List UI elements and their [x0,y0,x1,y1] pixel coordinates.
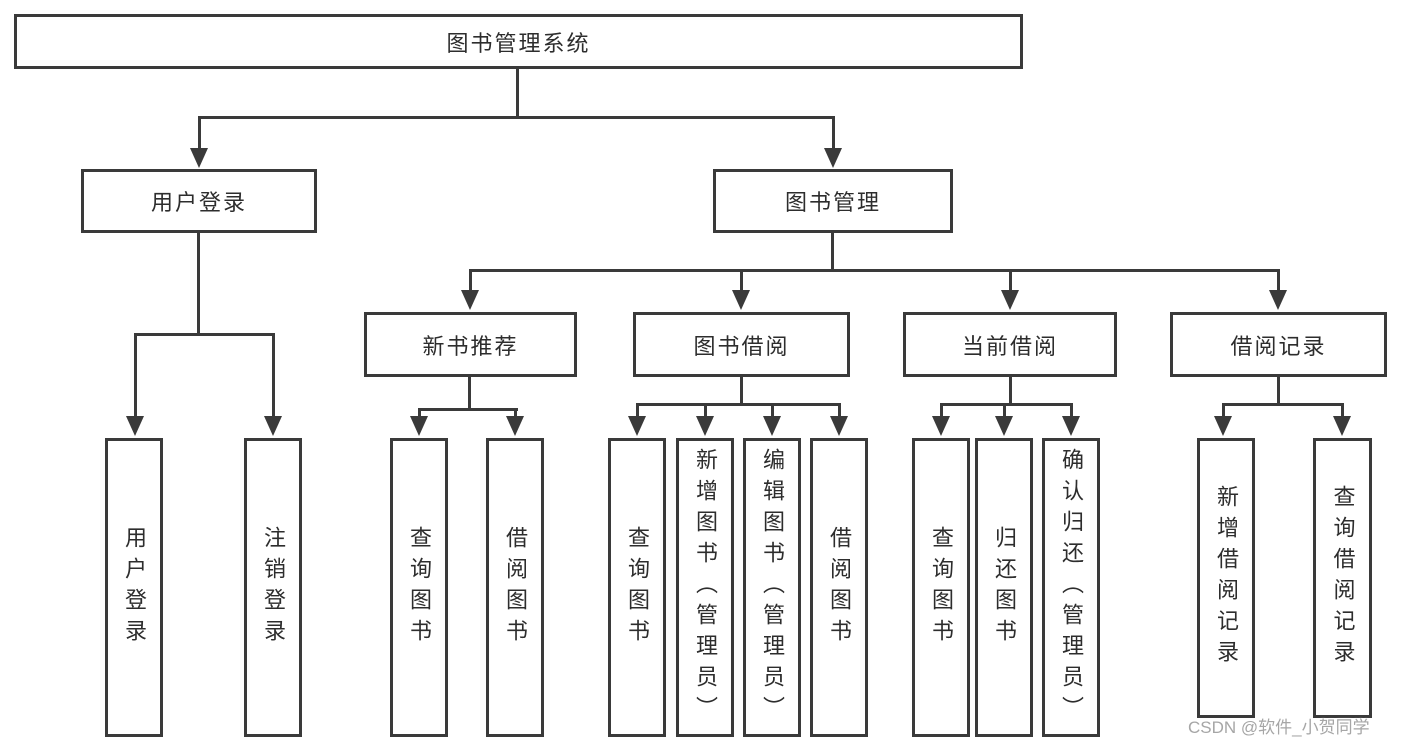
connector-line [198,116,201,150]
connector-line [740,377,743,406]
leaf-confirm-return-admin: 确认归还（管理员） [1042,438,1100,737]
connector-line [134,333,275,336]
connector-line [1222,403,1225,417]
leaf-add-books-admin: 新增图书（管理员） [676,438,734,737]
arrowhead-icon [1333,416,1351,436]
node-current-borrow-label: 当前借阅 [961,333,1058,359]
connector-line [1003,403,1006,417]
connector-line [636,403,841,406]
connector-line [740,269,743,293]
leaf-query-borrow-record: 查询借阅记录 [1313,438,1372,718]
connector-line [469,269,472,293]
leaf-query-books-recommend: 查询图书 [390,438,448,737]
node-user-login: 用户登录 [81,169,317,233]
connector-line [516,69,519,119]
connector-line [704,403,707,417]
leaf-borrow-books-recommend-label: 借阅图书 [503,525,528,650]
leaf-return-books-label: 归还图书 [992,525,1017,650]
leaf-borrow-books: 借阅图书 [810,438,868,737]
node-book-mgmt-label: 图书管理 [784,190,881,215]
node-new-books-label: 新书推荐 [422,333,519,359]
arrowhead-icon [995,416,1013,436]
connector-line [838,403,841,417]
node-borrow-records: 借阅记录 [1170,312,1387,377]
leaf-query-books-current-label: 查询图书 [929,525,954,650]
connector-line [514,408,517,418]
node-book-borrow: 图书借阅 [633,312,850,377]
leaf-query-books-borrow: 查询图书 [608,438,666,737]
leaf-user-login: 用户登录 [105,438,163,737]
leaf-logout: 注销登录 [244,438,302,737]
arrowhead-icon [461,290,479,310]
leaf-borrow-books-recommend: 借阅图书 [486,438,544,737]
connector-line [197,233,200,336]
arrowhead-icon [506,416,524,436]
connector-line [418,408,421,418]
connector-line [1341,403,1344,417]
leaf-logout-label: 注销登录 [261,525,286,650]
arrowhead-icon [696,416,714,436]
node-user-login-label: 用户登录 [150,190,247,215]
leaf-query-books-current: 查询图书 [912,438,970,737]
node-borrow-records-label: 借阅记录 [1230,333,1327,359]
csdn-watermark: CSDN @软件_小贺同学 [1188,718,1370,737]
arrowhead-icon [830,416,848,436]
arrowhead-icon [824,148,842,168]
connector-line [468,377,471,411]
arrowhead-icon [1269,290,1287,310]
node-root-label: 图书管理系统 [446,30,591,56]
leaf-query-books-recommend-label: 查询图书 [407,525,432,650]
arrowhead-icon [932,416,950,436]
connector-line [134,333,137,417]
connector-line [940,403,1073,406]
leaf-return-books: 归还图书 [975,438,1033,737]
leaf-query-books-borrow-label: 查询图书 [625,525,650,650]
leaf-confirm-return-admin-label: 确认归还（管理员） [1059,448,1084,727]
arrowhead-icon [190,148,208,168]
leaf-query-borrow-record-label: 查询借阅记录 [1330,485,1356,671]
arrowhead-icon [732,290,750,310]
connector-line [1009,269,1012,293]
leaf-add-borrow-record: 新增借阅记录 [1197,438,1255,718]
arrowhead-icon [1214,416,1232,436]
connector-line [940,403,943,417]
arrowhead-icon [1062,416,1080,436]
connector-line [771,403,774,417]
leaf-add-books-admin-label: 新增图书（管理员） [693,448,718,727]
connector-line [418,408,518,411]
connector-line [469,269,1280,272]
node-current-borrow: 当前借阅 [903,312,1117,377]
connector-line [1070,403,1073,417]
connector-line [198,116,834,119]
leaf-user-login-label: 用户登录 [122,525,147,650]
arrowhead-icon [763,416,781,436]
node-book-borrow-label: 图书借阅 [693,333,790,359]
connector-line [1277,377,1280,406]
arrowhead-icon [126,416,144,436]
arrowhead-icon [264,416,282,436]
connector-line [636,403,639,417]
node-new-books: 新书推荐 [364,312,577,377]
leaf-edit-books-admin-label: 编辑图书（管理员） [760,448,785,727]
connector-line [1222,403,1344,406]
connector-line [831,233,834,272]
connector-line [272,333,275,417]
connector-line [1009,377,1012,406]
leaf-edit-books-admin: 编辑图书（管理员） [743,438,801,737]
node-book-mgmt: 图书管理 [713,169,953,233]
arrowhead-icon [1001,290,1019,310]
node-root: 图书管理系统 [14,14,1023,69]
connector-line [832,116,835,150]
arrowhead-icon [628,416,646,436]
connector-line [1277,269,1280,293]
arrowhead-icon [410,416,428,436]
leaf-add-borrow-record-label: 新增借阅记录 [1214,485,1239,671]
leaf-borrow-books-label: 借阅图书 [827,525,852,650]
